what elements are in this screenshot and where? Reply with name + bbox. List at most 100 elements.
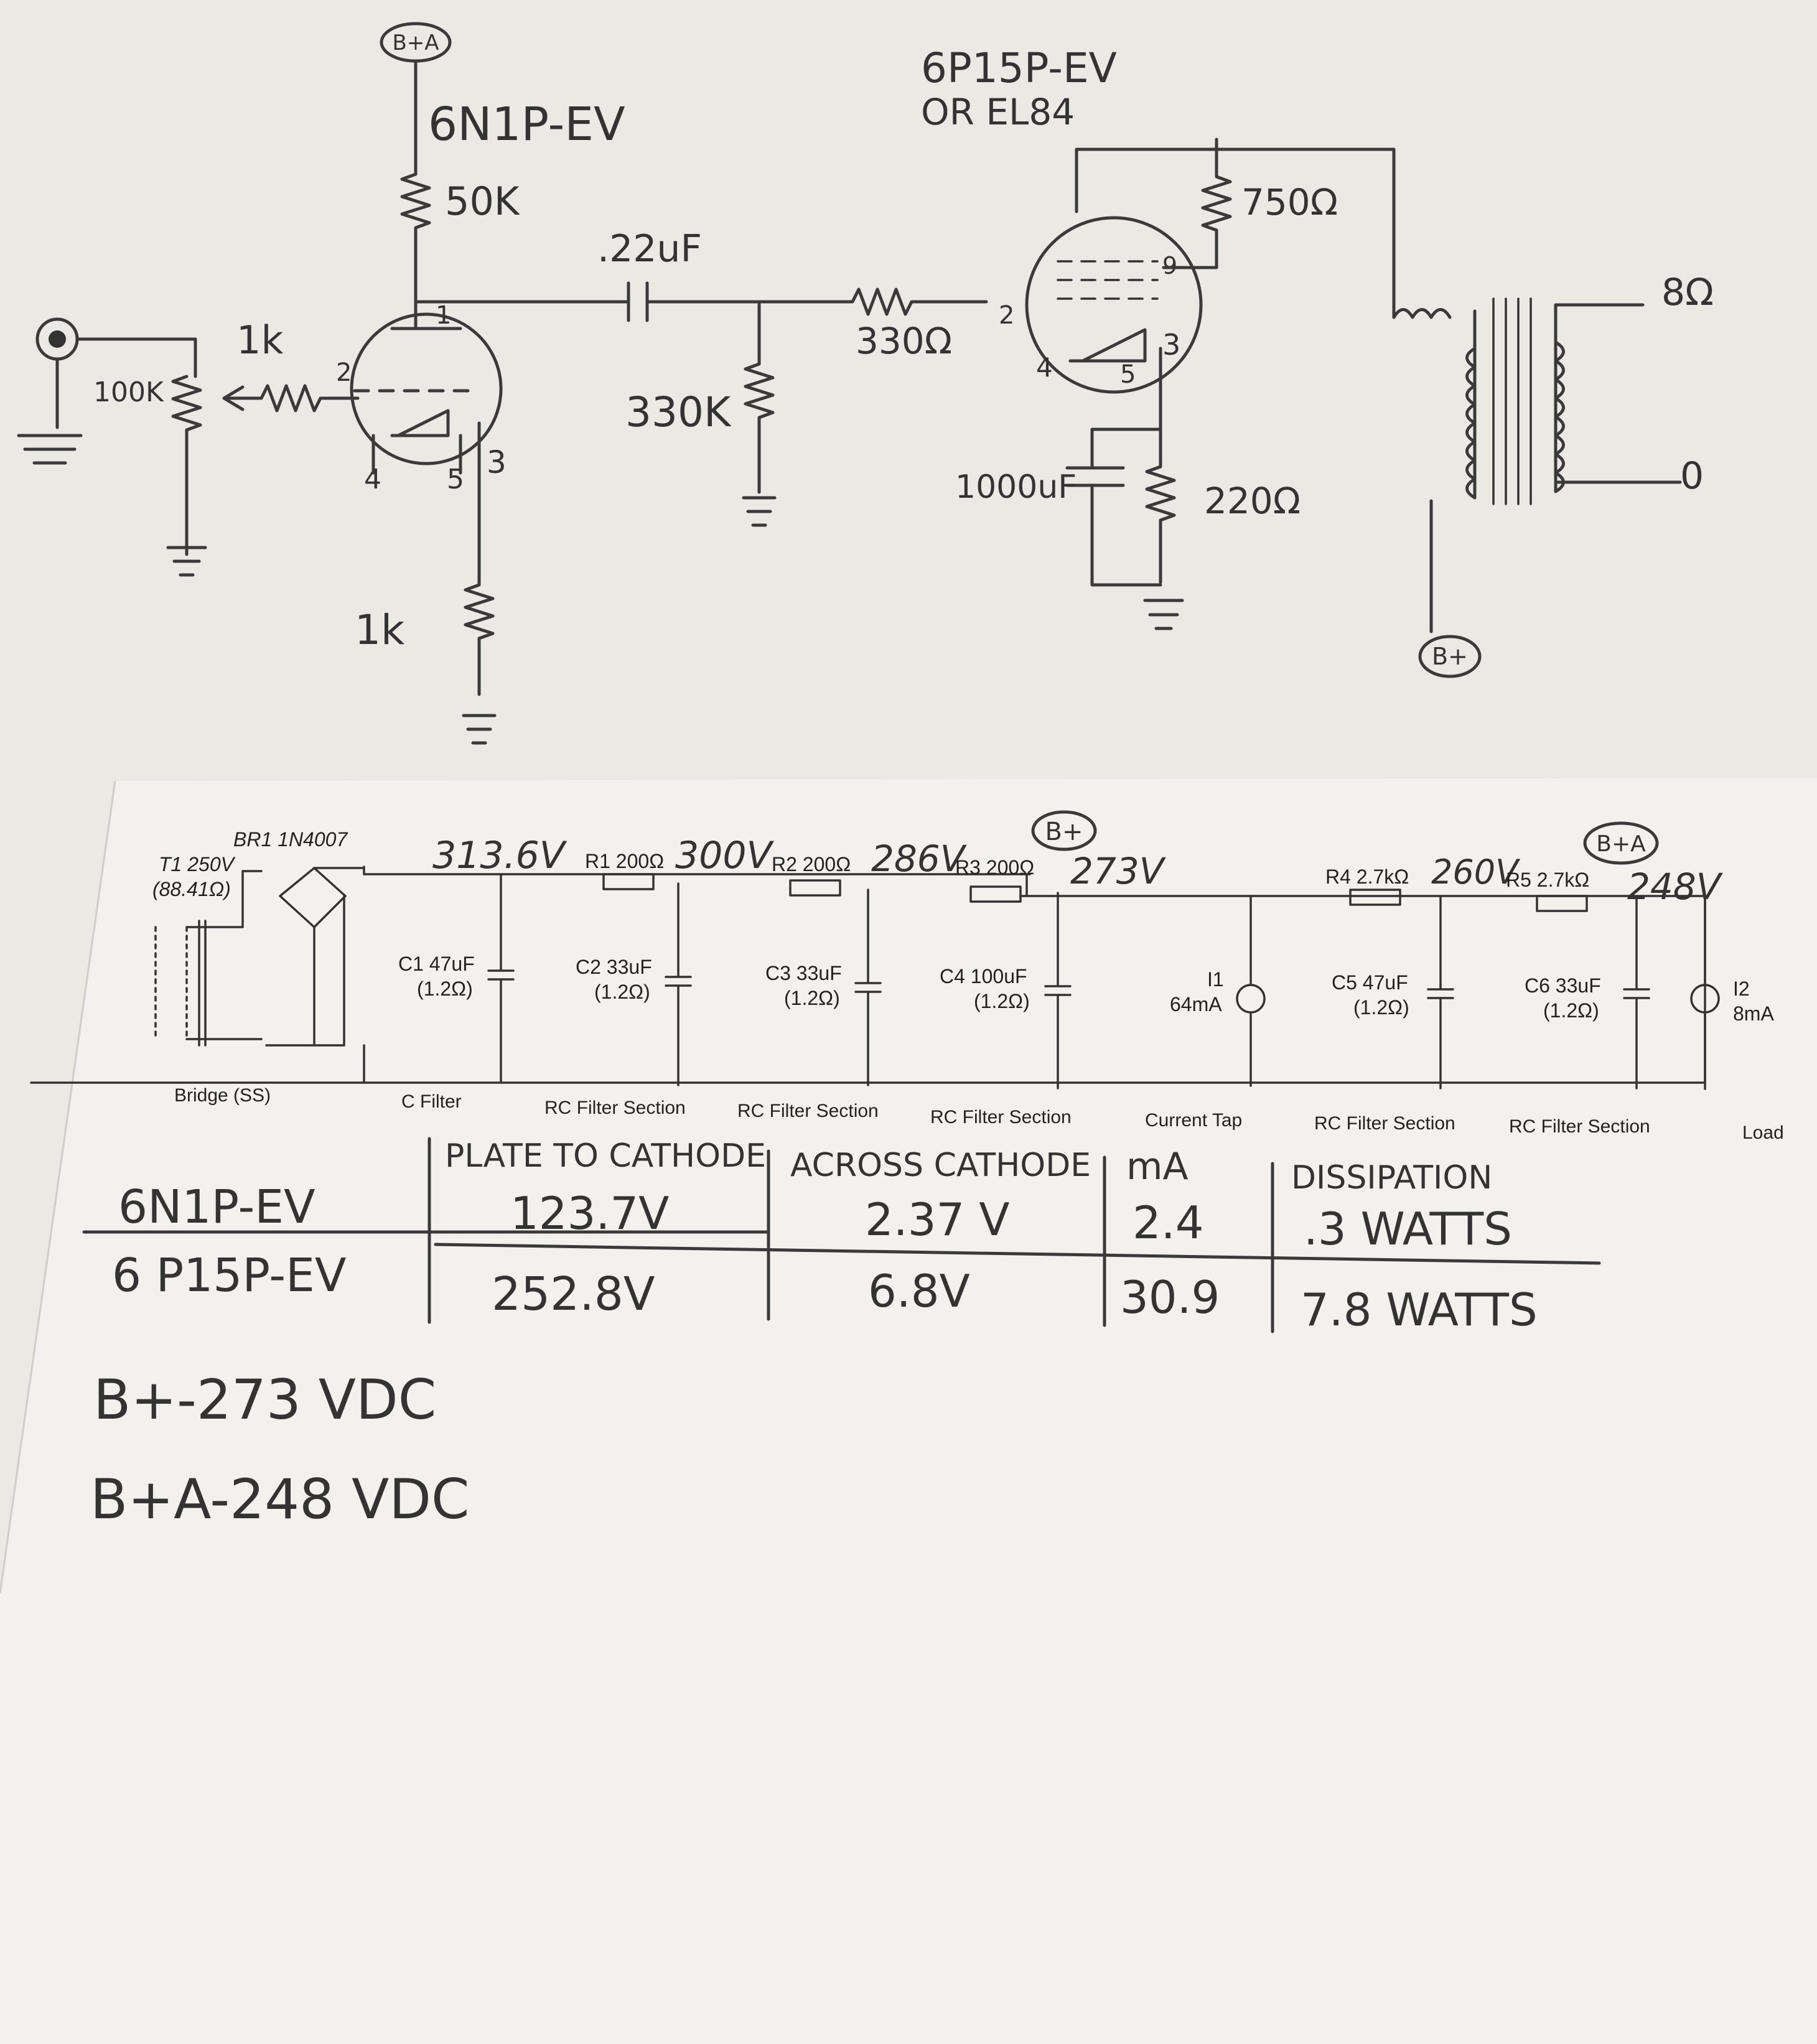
input-ground: [17, 357, 83, 465]
power-tube-grids: [1057, 260, 1159, 300]
preamp-cathode: [390, 409, 450, 437]
row2-tube: 6 P15P-EV: [112, 1249, 347, 1302]
bplus-tag: B+: [1045, 818, 1083, 846]
volume-pot: [171, 375, 202, 556]
r2-label: R2 200Ω: [772, 853, 851, 875]
power-pin-5: 5: [1120, 360, 1136, 389]
power-pin-4: 4: [1036, 352, 1053, 383]
header-ma: mA: [1126, 1145, 1189, 1188]
c3-capacitor: [854, 889, 882, 1086]
table-column-rules: [427, 1137, 1274, 1333]
c3-label: C3 33uF: [765, 962, 842, 984]
r3-resistor: [969, 885, 1022, 903]
pot-wiper-arrow: [222, 385, 263, 411]
header-plate: PLATE TO CATHODE: [445, 1137, 766, 1175]
row2-dissipation: 7.8 WATTS: [1301, 1284, 1538, 1336]
pin-3: 3: [487, 444, 507, 480]
row2-ma: 30.9: [1120, 1271, 1220, 1323]
section-rc-5: RC Filter Section: [1509, 1116, 1650, 1137]
power-grid-stopper-label: 330Ω: [856, 320, 952, 362]
amplifier-schematic: B+A 6N1P-EV 50K 1 2 4 5 3 1k 100K 1k: [17, 22, 1714, 745]
row1-cathode: 2.37 V: [865, 1193, 1009, 1246]
preamp-tube-envelope: [350, 312, 503, 465]
c6-label: C6 33uF: [1525, 974, 1601, 997]
c4-capacitor: [1044, 892, 1072, 1090]
bypass-cap-label: 1000uF: [955, 469, 1077, 506]
c4-esr: (1.2Ω): [974, 990, 1030, 1012]
bpa-tag-icon: [1583, 821, 1659, 865]
i1-label: I1: [1207, 968, 1224, 991]
v-r2: 286V: [871, 838, 968, 880]
c3-esr: (1.2Ω): [784, 987, 840, 1009]
pin-grid: 2: [336, 358, 352, 387]
opt-core: [1492, 297, 1532, 505]
row2-cathode: 6.8V: [868, 1265, 970, 1317]
section-rc-3: RC Filter Section: [930, 1107, 1072, 1127]
pot-ground: [166, 546, 207, 577]
power-tube-label-2: OR EL84: [921, 91, 1075, 133]
printout-sheet: [0, 778, 1817, 2044]
c1-capacitor: [487, 873, 515, 1083]
c4-label: C4 100uF: [940, 965, 1027, 987]
c1-esr: (1.2Ω): [417, 978, 473, 1000]
row1-ma: 2.4: [1133, 1197, 1204, 1249]
bpa-tag: B+A: [1596, 831, 1646, 857]
plate-resistor: [400, 172, 431, 230]
screen-resistor: [1201, 138, 1232, 269]
v-first: 313.6V: [432, 834, 568, 877]
plate-resistor-label: 50K: [445, 179, 520, 224]
volume-pot-label: 100K: [93, 376, 164, 408]
pin-plate: 1: [436, 301, 451, 330]
r3-label: R3 200Ω: [955, 856, 1034, 879]
cathode-resistor-label: 1k: [355, 606, 405, 654]
c6-capacitor: [1623, 895, 1650, 1090]
section-rc-1: RC Filter Section: [544, 1098, 686, 1118]
c2-label: C2 33uF: [576, 956, 652, 978]
preamp-tube-label: 6N1P-EV: [428, 98, 625, 151]
psu-transformer-core: [198, 920, 207, 1047]
power-plate-wire: [1075, 147, 1396, 319]
grid-leak-label: 330K: [625, 388, 732, 436]
power-tube-cathode: [1068, 328, 1147, 363]
power-supply-schematic: T1 250V (88.41Ω) BR1 1N4007 313.6V R1 20…: [30, 810, 1784, 1143]
power-cathode-resistor-label: 220Ω: [1204, 480, 1301, 522]
row2-plate: 252.8V: [492, 1267, 655, 1321]
power-cathode-resistor: [1145, 465, 1176, 584]
note-bplus: B+-273 VDC: [93, 1368, 436, 1432]
bpa-node-label: B+A: [392, 30, 439, 55]
i1-current-source: [1236, 895, 1266, 1087]
row1-tube: 6N1P-EV: [118, 1180, 315, 1234]
r4-label: R4 2.7kΩ: [1325, 866, 1409, 888]
transformer-label-2: (88.41Ω): [152, 878, 231, 900]
i2-label: I2: [1733, 978, 1750, 1000]
speaker-common-label: 0: [1680, 454, 1704, 498]
power-pin-9: 9: [1162, 252, 1177, 279]
c2-esr: (1.2Ω): [594, 981, 650, 1003]
grid-leak-resistor: [744, 300, 775, 494]
transformer-label-1: T1 250V: [159, 853, 236, 875]
bplus-node-label: B+: [1432, 643, 1468, 670]
i2-value: 8mA: [1733, 1002, 1774, 1025]
c5-capacitor: [1427, 895, 1454, 1090]
section-rc-2: RC Filter Section: [737, 1101, 879, 1121]
note-bpa: B+A-248 VDC: [90, 1467, 469, 1531]
table-rule-1: [82, 1230, 1601, 1265]
i2-current-source: [1690, 895, 1720, 1090]
c1-label: C1 47uF: [398, 953, 475, 975]
r1-label: R1 200Ω: [585, 850, 664, 872]
row1-plate: 123.7V: [510, 1187, 669, 1239]
rectifier-label: BR1 1N4007: [233, 828, 348, 851]
input-jack-center: [49, 330, 66, 348]
input-wire: [75, 337, 197, 378]
bplus-node: [1418, 635, 1482, 678]
header-dissipation: DISSIPATION: [1291, 1159, 1492, 1197]
coupling-cap-label: .22uF: [597, 227, 702, 271]
power-cathode-ground: [1143, 599, 1184, 630]
v-r1: 300V: [675, 834, 775, 877]
i1-value: 64mA: [1170, 993, 1222, 1015]
power-cathode-wire: [1090, 347, 1162, 469]
printout-edge: [0, 780, 116, 1594]
power-tube-envelope: [1025, 216, 1203, 394]
row1-dissipation: .3 WATTS: [1304, 1203, 1512, 1255]
